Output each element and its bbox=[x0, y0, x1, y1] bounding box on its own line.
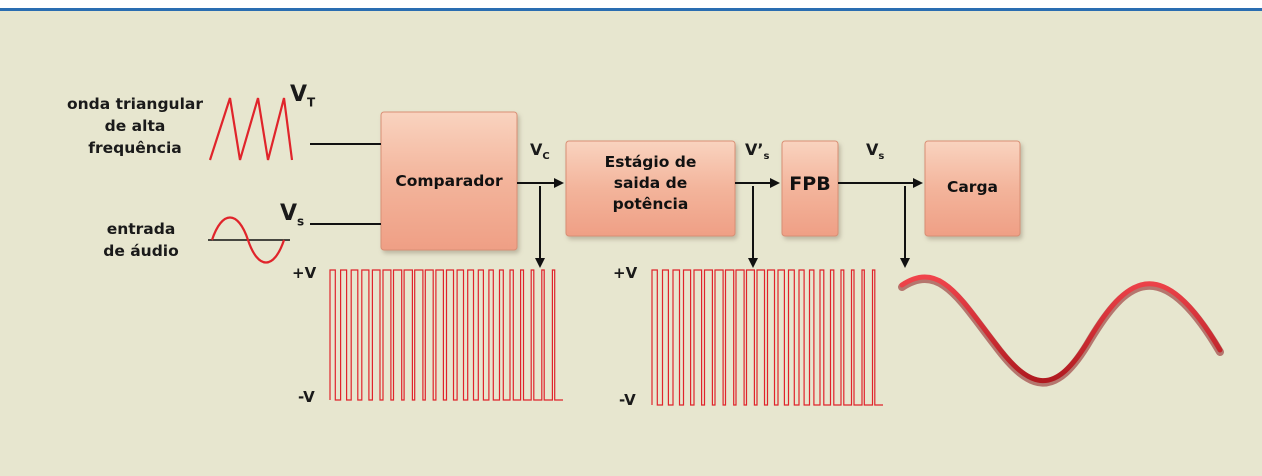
vc-sub: C bbox=[542, 151, 550, 163]
comparator-label: Comparador bbox=[395, 172, 503, 190]
pwm1-plus-label: +V bbox=[292, 264, 317, 282]
vs-prime-main: V’ bbox=[745, 140, 764, 159]
vs-out-label: Vs bbox=[866, 140, 884, 162]
vt-main: V bbox=[290, 82, 308, 107]
power-stage-label: Estágio de saida de potência bbox=[566, 152, 735, 215]
pwm1-minus-label: -V bbox=[298, 388, 315, 406]
pwm2-plus-label: +V bbox=[613, 264, 638, 282]
triangle-wave-icon bbox=[208, 97, 294, 161]
lpf-block bbox=[781, 140, 839, 237]
audio-sine-icon bbox=[210, 216, 286, 264]
power-stage-line-3: potência bbox=[612, 195, 689, 213]
comparator-block bbox=[380, 111, 518, 251]
vt-sub: T bbox=[307, 95, 316, 110]
pwm-waveform-2 bbox=[651, 269, 883, 406]
audio-label-line-1: entrada bbox=[106, 220, 176, 238]
header-rule bbox=[0, 0, 1262, 11]
vs-in-main: V bbox=[280, 201, 298, 226]
audio-input-label: entrada de áudio bbox=[76, 218, 206, 262]
triangle-label-line-3: frequência bbox=[88, 139, 182, 157]
vs-prime-label: V’s bbox=[745, 140, 769, 162]
vs-out-main: V bbox=[866, 140, 879, 159]
power-stage-block bbox=[565, 140, 736, 237]
load-block bbox=[924, 140, 1021, 237]
power-stage-line-1: Estágio de bbox=[604, 153, 697, 171]
pwm2-minus-label: -V bbox=[619, 391, 636, 409]
lpf-label: FPB bbox=[789, 173, 831, 195]
vs-input-label: Vs bbox=[280, 201, 304, 228]
pwm-waveform-1 bbox=[329, 269, 563, 401]
triangle-label-line-2: de alta bbox=[104, 117, 166, 135]
power-stage-line-2: saida de bbox=[613, 174, 688, 192]
triangle-input-label: onda triangular de alta frequência bbox=[60, 93, 210, 159]
vt-label: VT bbox=[290, 82, 315, 109]
vs-prime-sub: s bbox=[763, 151, 770, 163]
diagram-panel bbox=[0, 11, 1262, 476]
vs-in-sub: s bbox=[297, 214, 305, 229]
audio-label-line-2: de áudio bbox=[103, 242, 179, 260]
load-label: Carga bbox=[946, 178, 999, 196]
vs-out-sub: s bbox=[878, 151, 885, 163]
triangle-label-line-1: onda triangular bbox=[66, 95, 204, 113]
vc-label: VC bbox=[530, 140, 550, 162]
vc-main: V bbox=[530, 140, 543, 159]
output-sine-wave bbox=[899, 274, 1223, 383]
